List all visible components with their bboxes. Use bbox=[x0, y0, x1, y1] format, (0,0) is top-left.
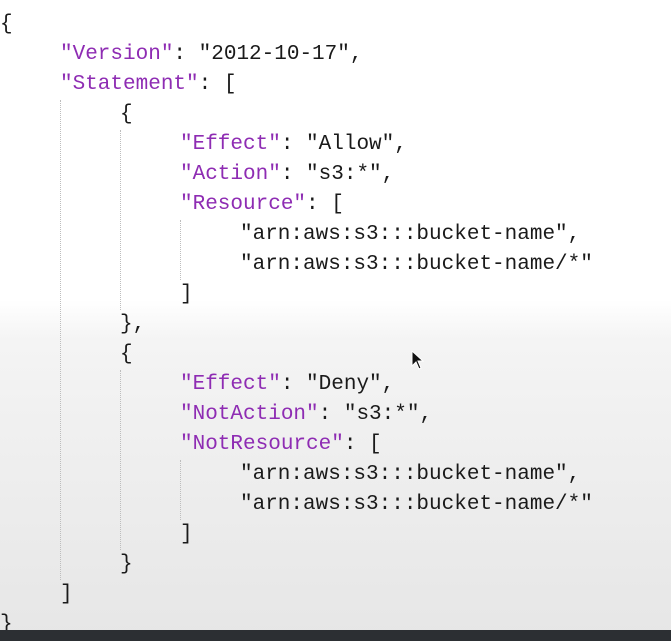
bottom-bar bbox=[0, 630, 671, 641]
code-line: "arn:aws:s3:::bucket-name", bbox=[240, 460, 580, 490]
bracket-close: ] bbox=[180, 283, 193, 306]
bracket-close: ] bbox=[60, 583, 73, 606]
bracket-close: }, bbox=[120, 313, 146, 336]
code-line: "NotAction": "s3:*", bbox=[180, 400, 432, 430]
bracket-open: { bbox=[120, 343, 133, 366]
json-value: "Allow" bbox=[306, 133, 395, 156]
code-line: { bbox=[120, 100, 133, 130]
key-separator: : bbox=[318, 403, 344, 426]
punctuation: , bbox=[349, 43, 363, 66]
json-value: "s3:*" bbox=[343, 403, 420, 426]
key-separator: : bbox=[280, 373, 307, 396]
key-separator: : bbox=[280, 163, 307, 186]
key-separator: : bbox=[343, 433, 370, 456]
json-value: "arn:aws:s3:::bucket-name/*" bbox=[240, 253, 593, 276]
bracket-open: { bbox=[120, 103, 133, 126]
json-value: "s3:*" bbox=[306, 163, 382, 186]
code-line: "Action": "s3:*", bbox=[180, 160, 394, 190]
indent-guide bbox=[60, 100, 61, 580]
code-line: ] bbox=[180, 280, 193, 310]
punctuation: [ bbox=[331, 193, 344, 216]
key-separator: : bbox=[173, 43, 199, 66]
json-key: "Action" bbox=[180, 163, 281, 186]
json-key: "Version" bbox=[60, 43, 174, 66]
punctuation: , bbox=[394, 133, 407, 156]
punctuation: [ bbox=[369, 433, 382, 456]
punctuation: , bbox=[381, 373, 395, 396]
key-separator: : bbox=[280, 133, 307, 156]
json-key: "Resource" bbox=[180, 193, 307, 216]
punctuation: [ bbox=[223, 73, 237, 96]
code-line: "Effect": "Deny", bbox=[180, 370, 394, 400]
code-line: "arn:aws:s3:::bucket-name/*" bbox=[240, 490, 593, 520]
bracket-close: ] bbox=[180, 523, 193, 546]
code-line: } bbox=[120, 550, 133, 580]
mouse-pointer-icon bbox=[411, 350, 425, 370]
indent-guide bbox=[180, 220, 181, 280]
code-line: "NotResource": [ bbox=[180, 430, 382, 460]
code-line: "Version": "2012-10-17", bbox=[60, 40, 362, 70]
code-line: { bbox=[0, 10, 13, 40]
json-key: "Effect" bbox=[180, 133, 281, 156]
json-key: "Effect" bbox=[180, 373, 281, 396]
json-key: "NotAction" bbox=[180, 403, 319, 426]
json-value: "Deny" bbox=[306, 373, 382, 396]
punctuation: , bbox=[381, 163, 395, 186]
code-line: "Resource": [ bbox=[180, 190, 344, 220]
punctuation: , bbox=[567, 463, 581, 486]
code-line: "Effect": "Allow", bbox=[180, 130, 407, 160]
code-line: ] bbox=[180, 520, 193, 550]
code-line: "Statement": [ bbox=[60, 70, 236, 100]
punctuation: , bbox=[419, 403, 433, 426]
code-line: "arn:aws:s3:::bucket-name", bbox=[240, 220, 580, 250]
json-value: "2012-10-17" bbox=[198, 43, 350, 66]
bracket-close: } bbox=[120, 553, 133, 576]
code-line: }, bbox=[120, 310, 145, 340]
code-line: { bbox=[120, 340, 133, 370]
indent-guide bbox=[120, 370, 121, 550]
punctuation: , bbox=[567, 223, 581, 246]
json-value: "arn:aws:s3:::bucket-name" bbox=[240, 223, 568, 246]
key-separator: : bbox=[198, 73, 224, 96]
key-separator: : bbox=[306, 193, 332, 216]
json-key: "NotResource" bbox=[180, 433, 344, 456]
bracket-open: { bbox=[0, 13, 13, 36]
indent-guide bbox=[120, 130, 121, 310]
indent-guide bbox=[180, 460, 181, 520]
code-line: "arn:aws:s3:::bucket-name/*" bbox=[240, 250, 593, 280]
json-value: "arn:aws:s3:::bucket-name/*" bbox=[240, 493, 593, 516]
json-key: "Statement" bbox=[60, 73, 199, 96]
json-value: "arn:aws:s3:::bucket-name" bbox=[240, 463, 568, 486]
code-line: ] bbox=[60, 580, 73, 610]
